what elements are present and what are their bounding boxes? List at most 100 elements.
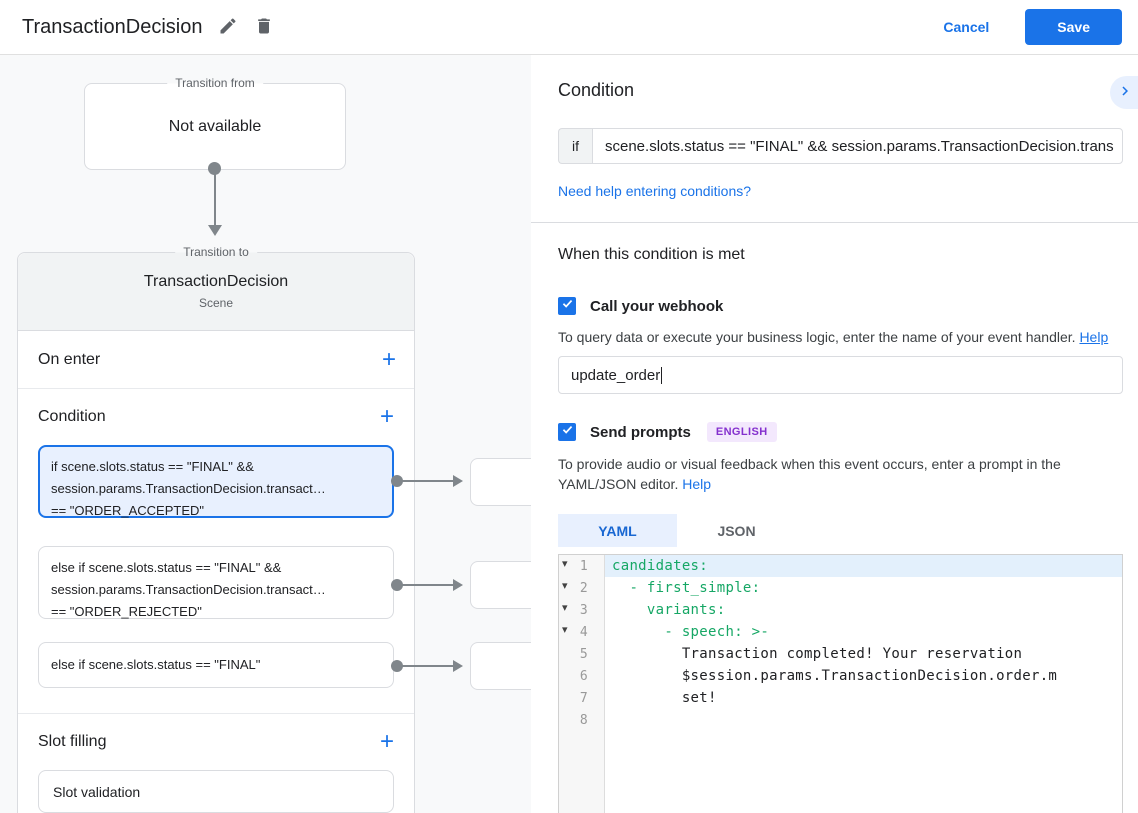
code-line: Transaction completed! Your reservation <box>612 646 1023 662</box>
condition1-arrowhead-icon <box>453 475 463 487</box>
transition-to-card: Transition to TransactionDecision Scene … <box>17 245 415 813</box>
prompts-description-text: To provide audio or visual feedback when… <box>558 456 1061 492</box>
line-number: 2 <box>579 580 588 596</box>
checkmark-icon <box>561 423 574 441</box>
transition-arrowhead-icon <box>208 225 222 236</box>
call-webhook-label: Call your webhook <box>590 297 724 315</box>
webhook-description-text: To query data or execute your business l… <box>558 329 1076 345</box>
fold-arrow-icon[interactable]: ▾ <box>562 623 568 636</box>
event-handler-input[interactable]: update_order <box>558 356 1123 394</box>
section-divider <box>531 222 1138 223</box>
add-condition-button[interactable]: + <box>379 403 394 430</box>
yaml-code-editor[interactable]: ▾ 1 ▾ 2 ▾ 3 ▾ 4 5 6 7 8 candidates: - first_… <box>558 554 1123 813</box>
condition-item-rejected[interactable]: else if scene.slots.status == "FINAL" &&… <box>38 546 394 619</box>
code-line: - speech: >- <box>612 624 770 640</box>
condition-section-label: Condition <box>38 408 106 425</box>
transition-to-label: Transition to <box>175 245 257 260</box>
scene-type-label: Scene <box>198 296 234 310</box>
tab-yaml[interactable]: YAML <box>558 514 677 547</box>
save-button[interactable]: Save <box>1025 9 1122 45</box>
cancel-button[interactable]: Cancel <box>943 19 990 35</box>
line-number: 7 <box>579 690 588 706</box>
condition3-target-box[interactable] <box>470 642 531 690</box>
edit-title-button[interactable] <box>210 9 246 45</box>
condition-help-link[interactable]: Need help entering conditions? <box>558 183 752 199</box>
webhook-description: To query data or execute your business l… <box>558 327 1123 347</box>
panel-title: Condition <box>558 80 635 100</box>
transition-connector-dot <box>208 162 221 175</box>
call-webhook-checkbox[interactable] <box>558 297 576 315</box>
if-prefix: if <box>558 128 592 164</box>
fold-arrow-icon[interactable]: ▾ <box>562 601 568 614</box>
language-badge: ENGLISH <box>706 422 777 442</box>
condition2-connector-line <box>397 584 455 586</box>
delete-scene-button[interactable] <box>246 9 282 45</box>
collapse-panel-button[interactable] <box>1110 76 1138 109</box>
condition-text-line: session.params.TransactionDecision.trans… <box>51 481 326 496</box>
transition-from-label: Transition from <box>167 76 263 91</box>
on-enter-row: On enter + <box>18 331 414 389</box>
page-title: TransactionDecision <box>22 15 203 38</box>
line-number: 3 <box>579 602 588 618</box>
scene-card-header: TransactionDecision Scene <box>18 253 414 331</box>
fold-arrow-icon[interactable]: ▾ <box>562 557 568 570</box>
slot-validation-label: Slot validation <box>53 783 141 800</box>
condition-text-line: else if scene.slots.status == "FINAL" && <box>51 560 282 575</box>
line-number: 6 <box>579 668 588 684</box>
send-prompts-label: Send prompts <box>590 423 691 441</box>
on-enter-label: On enter <box>38 350 101 368</box>
editor-tabs: YAML JSON <box>558 514 1123 547</box>
slot-validation-item[interactable]: Slot validation <box>38 770 394 813</box>
condition2-target-box[interactable] <box>470 561 531 609</box>
condition-text-line: session.params.TransactionDecision.trans… <box>51 582 326 597</box>
editor-gutter: ▾ 1 ▾ 2 ▾ 3 ▾ 4 5 6 7 8 <box>559 555 605 813</box>
code-line: variants: <box>612 602 726 618</box>
code-line: - first_simple: <box>612 580 761 596</box>
condition-item-accepted[interactable]: if scene.slots.status == "FINAL" && sess… <box>38 445 394 518</box>
condition-expression-input[interactable]: scene.slots.status == "FINAL" && session… <box>592 128 1123 164</box>
condition-item-final[interactable]: else if scene.slots.status == "FINAL" <box>38 642 394 688</box>
top-bar: TransactionDecision Cancel Save <box>0 0 1138 55</box>
pencil-icon <box>218 16 238 39</box>
condition1-connector-line <box>397 480 455 482</box>
tab-json[interactable]: JSON <box>717 522 756 539</box>
transition-from-value: Not available <box>168 117 262 135</box>
webhook-help-link[interactable]: Help <box>1079 329 1109 345</box>
line-number: 8 <box>579 712 588 728</box>
prompts-description: To provide audio or visual feedback when… <box>558 454 1123 494</box>
code-line: set! <box>612 690 717 706</box>
condition3-arrowhead-icon <box>453 660 463 672</box>
condition3-connector-line <box>397 665 455 667</box>
send-prompts-checkbox[interactable] <box>558 423 576 441</box>
slot-filling-section: Slot filling + Slot validation <box>18 714 414 813</box>
prompts-help-link[interactable]: Help <box>682 476 712 492</box>
transition-from-card: Transition from Not available <box>84 76 346 170</box>
code-line: candidates: <box>612 558 709 574</box>
transition-connector-line <box>214 169 216 226</box>
editor-code-area[interactable]: candidates: - first_simple: variants: - … <box>605 555 1122 813</box>
line-number: 4 <box>579 624 588 640</box>
condition1-target-box[interactable] <box>470 458 531 506</box>
event-handler-value: update_order <box>571 366 661 384</box>
fold-arrow-icon[interactable]: ▾ <box>562 579 568 592</box>
trash-icon <box>254 16 274 39</box>
condition-section: Condition + if scene.slots.status == "FI… <box>18 389 414 714</box>
condition-text-line: else if scene.slots.status == "FINAL" <box>51 657 261 672</box>
line-number: 1 <box>579 558 588 574</box>
code-line: $session.params.TransactionDecision.orde… <box>612 668 1058 684</box>
condition-expression-row: if scene.slots.status == "FINAL" && sess… <box>558 128 1123 164</box>
text-cursor <box>661 366 663 384</box>
checkmark-icon <box>561 297 574 315</box>
slot-filling-label: Slot filling <box>38 733 107 750</box>
condition-text-line: == "ORDER_REJECTED" <box>51 604 202 619</box>
add-slot-button[interactable]: + <box>379 728 394 755</box>
condition-detail-panel: Condition if scene.slots.status == "FINA… <box>531 55 1138 813</box>
scene-diagram: Transition from Not available Transition… <box>0 55 531 813</box>
when-condition-met-title: When this condition is met <box>558 246 745 263</box>
chevron-right-icon <box>1116 82 1134 103</box>
condition2-arrowhead-icon <box>453 579 463 591</box>
line-number: 5 <box>579 646 588 662</box>
add-on-enter-button[interactable]: + <box>381 345 396 373</box>
condition-text-line: == "ORDER_ACCEPTED" <box>51 503 204 518</box>
condition-text-line: if scene.slots.status == "FINAL" && <box>51 459 254 474</box>
